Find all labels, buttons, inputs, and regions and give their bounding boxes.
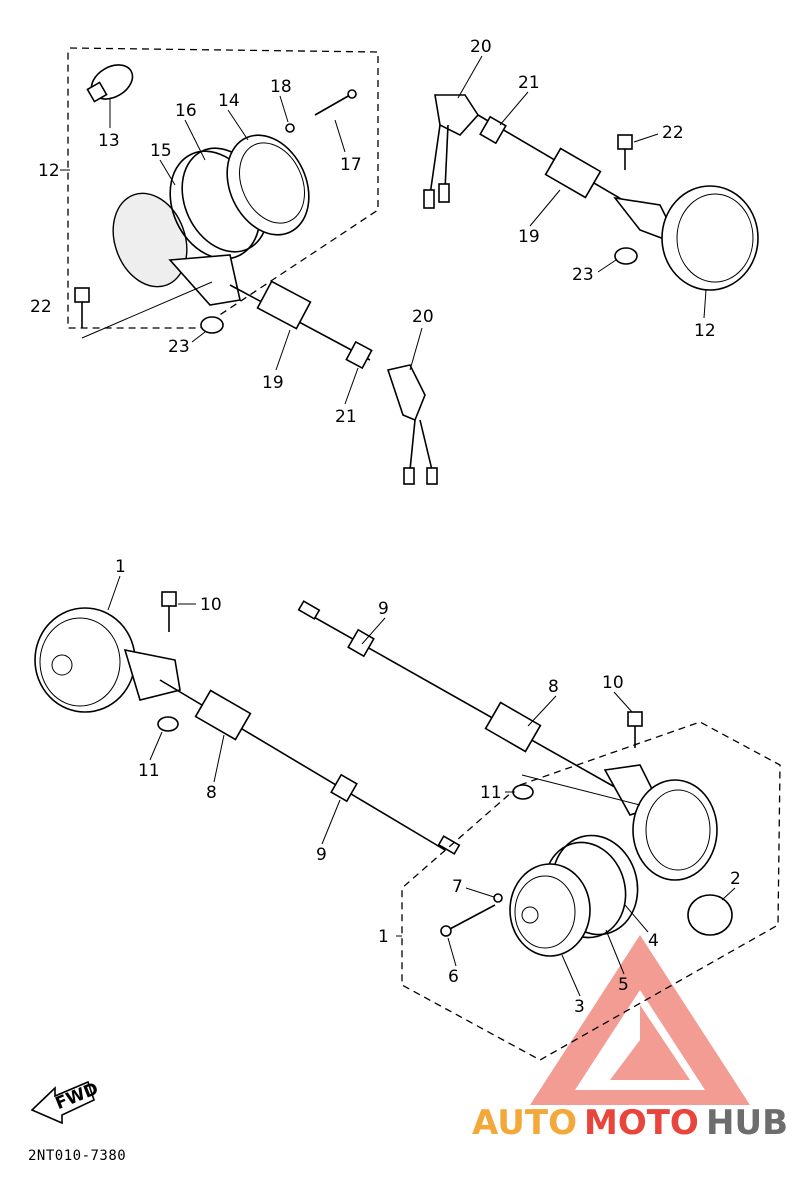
rear-left-signal-assembly <box>34 591 461 855</box>
callout-9-right: 9 <box>378 599 389 619</box>
watermark-moto: MOTO <box>584 1103 699 1143</box>
bolt-22-left <box>74 287 90 328</box>
callout-19-right: 19 <box>518 227 540 247</box>
callout-1-left: 1 <box>115 557 126 577</box>
diagram-code: 2NT010-7380 <box>28 1148 127 1164</box>
front-left-signal-assembly <box>67 47 379 329</box>
callout-12-right: 12 <box>694 321 716 341</box>
callout-11-right: 11 <box>480 783 502 803</box>
leader-lines <box>60 55 736 997</box>
callout-23-left: 23 <box>168 337 190 357</box>
callout-4: 4 <box>648 931 659 951</box>
callout-1-right: 1 <box>378 927 389 947</box>
fwd-arrow-icon: FWD <box>30 1079 101 1125</box>
callout-22-left: 22 <box>30 297 52 317</box>
lens-3 <box>509 863 591 957</box>
callout-8-right: 8 <box>548 677 559 697</box>
callout-22-right: 22 <box>662 123 684 143</box>
callout-9-left: 9 <box>316 845 327 865</box>
watermark-auto: AUTO <box>472 1103 577 1143</box>
callout-10-left: 10 <box>200 595 222 615</box>
callout-23-right: 23 <box>572 265 594 285</box>
lens-15 <box>112 192 188 288</box>
callout-21-left: 21 <box>335 407 357 427</box>
callout-17: 17 <box>340 155 362 175</box>
callout-15: 15 <box>150 141 172 161</box>
callout-13: 13 <box>98 131 120 151</box>
callout-14: 14 <box>218 91 240 111</box>
nut-23-left <box>200 316 224 334</box>
callout-labels: 12 13 15 16 14 18 17 22 23 19 21 20 20 2… <box>30 37 741 1017</box>
callout-8-left: 8 <box>206 783 217 803</box>
callout-3: 3 <box>574 997 585 1017</box>
callout-16: 16 <box>175 101 197 121</box>
callout-11-left: 11 <box>138 761 160 781</box>
rear-right-signal-assembly <box>297 600 781 1061</box>
callout-21-right: 21 <box>518 73 540 93</box>
housing-14 <box>226 134 310 236</box>
callout-20-right: 20 <box>470 37 492 57</box>
callout-5: 5 <box>618 975 629 995</box>
bulb-13 <box>86 64 134 103</box>
watermark-hub: HUB <box>706 1103 788 1143</box>
callout-7: 7 <box>452 877 463 897</box>
callout-18: 18 <box>270 77 292 97</box>
callout-10-right: 10 <box>602 673 624 693</box>
callout-20-left: 20 <box>412 307 434 327</box>
callout-19-left: 19 <box>262 373 284 393</box>
housing-12-right <box>661 185 759 291</box>
bulb-2 <box>687 894 733 936</box>
callout-12: 12 <box>38 161 60 181</box>
stalk-cable-left <box>229 280 438 485</box>
watermark-logo <box>530 935 750 1105</box>
watermark-text: AUTO MOTO HUB <box>472 1103 788 1143</box>
front-right-signal-assembly <box>423 94 759 291</box>
callout-2: 2 <box>730 869 741 889</box>
callout-6: 6 <box>448 967 459 987</box>
